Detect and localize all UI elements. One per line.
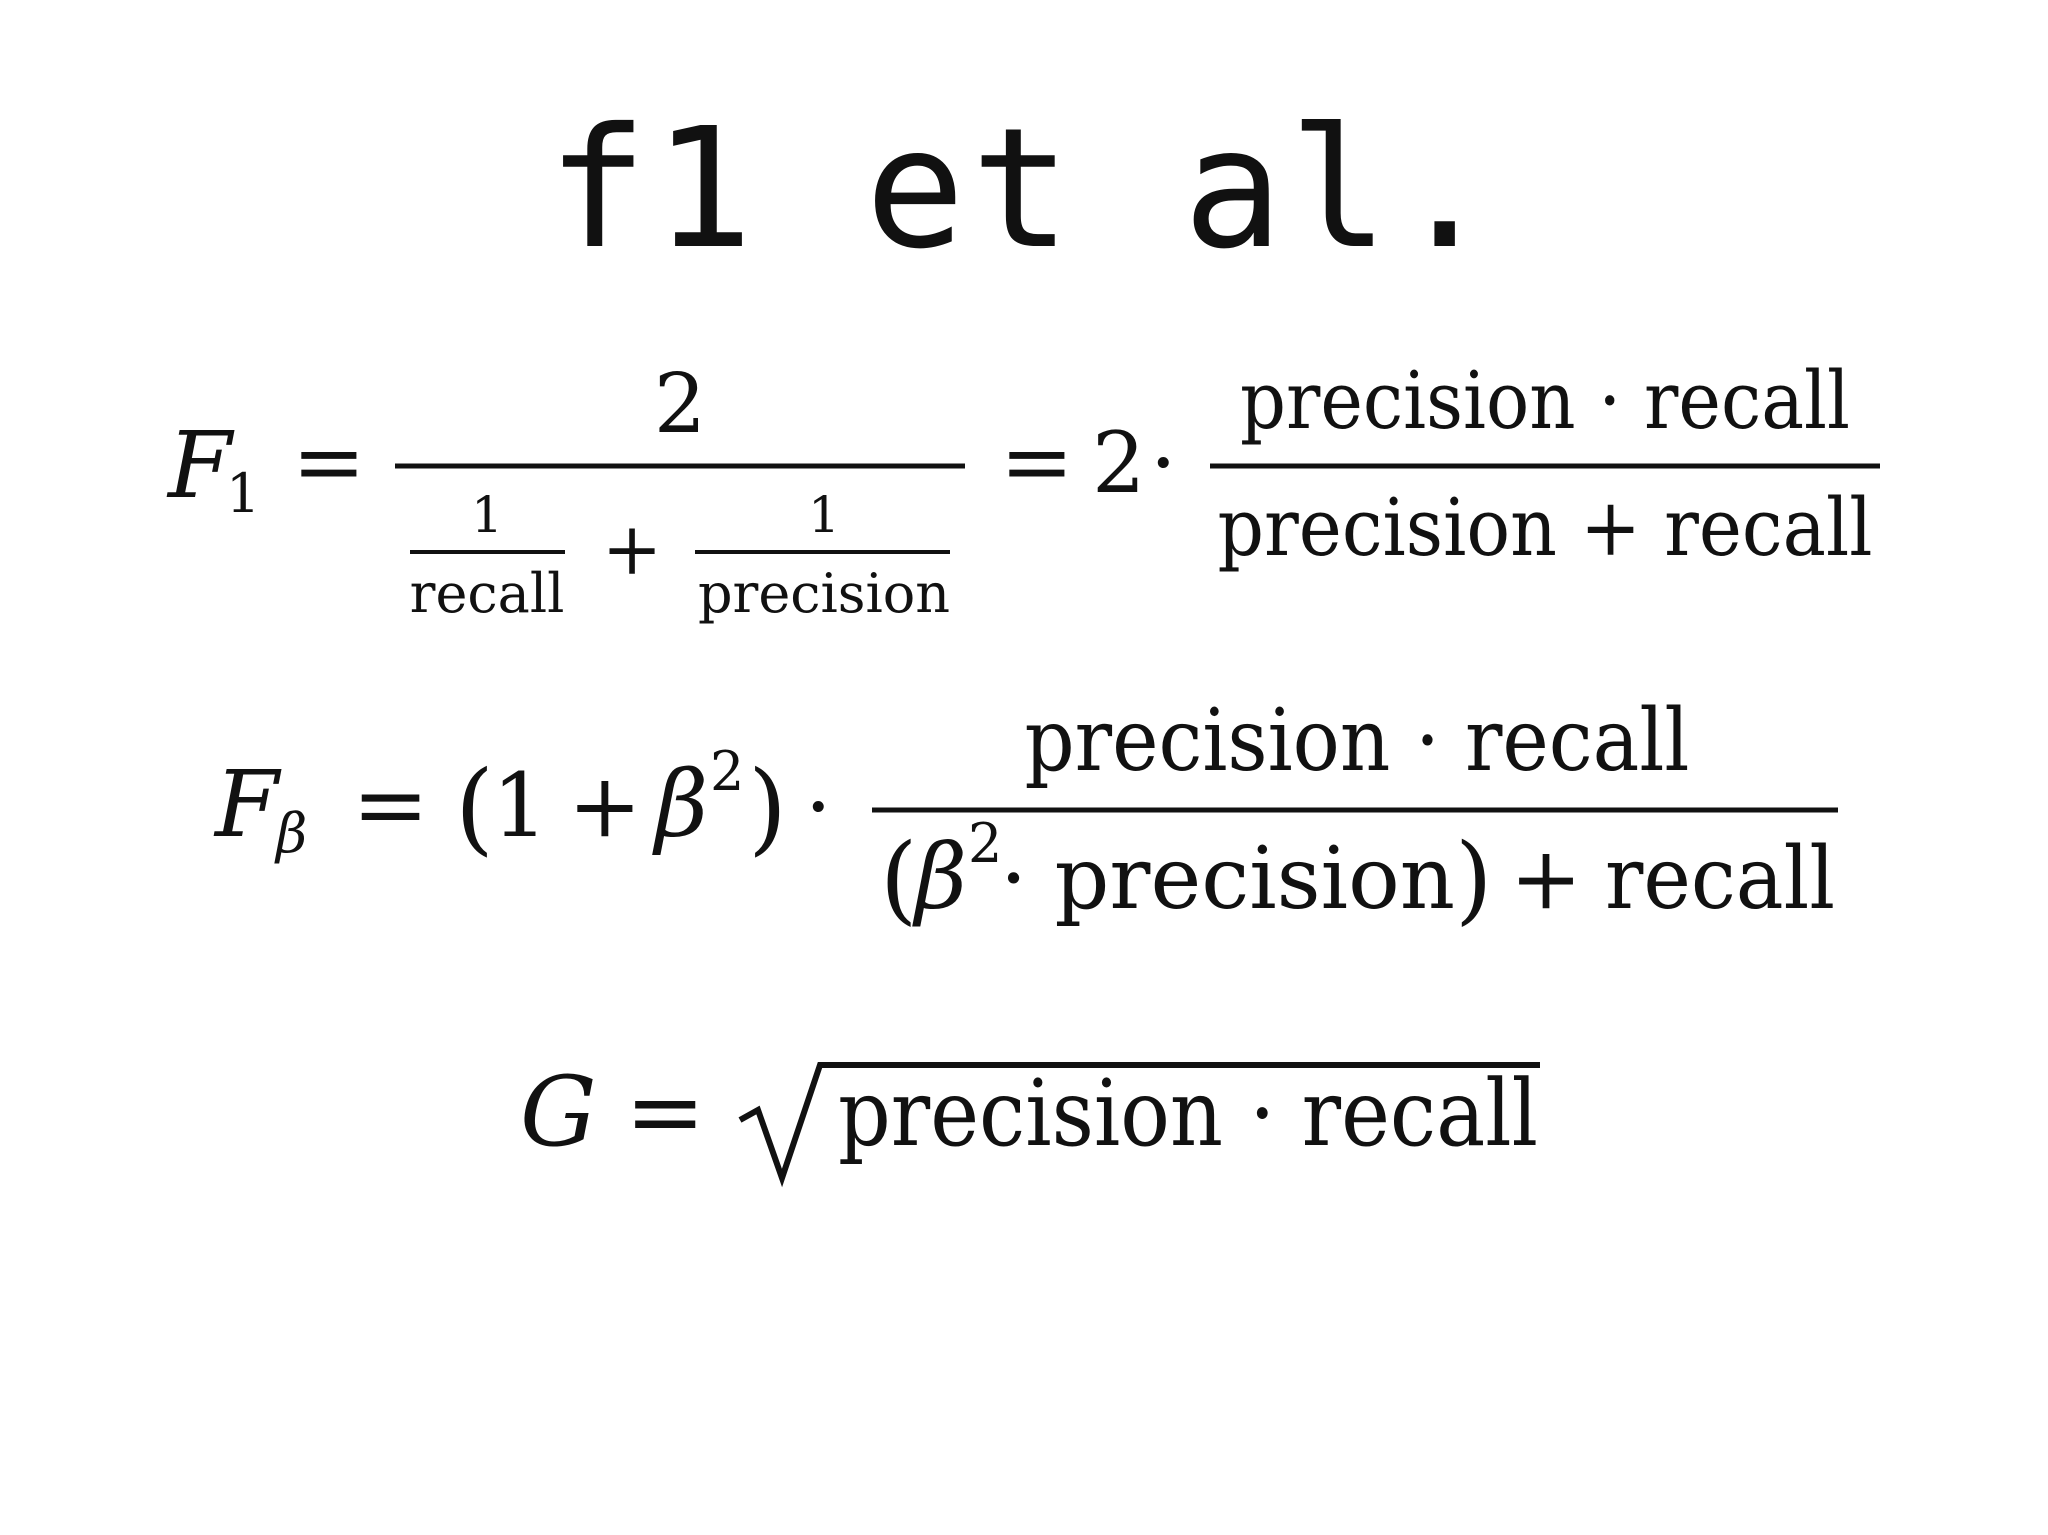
g-equals: = (625, 1056, 705, 1168)
g-lhs-symbol: G (520, 1056, 597, 1168)
f1-inner-left-denominator: recall (410, 562, 565, 625)
f1-lhs-subscript: 1 (226, 462, 260, 525)
fbeta-den-plus: + (1510, 829, 1582, 929)
f1-numerator: 2 (654, 357, 706, 452)
f1-dot: · (1150, 414, 1177, 512)
fbeta-den-beta: β (912, 825, 967, 930)
fbeta-exponent: 2 (710, 740, 744, 803)
f1-frac-numerator: precision · recall (1240, 354, 1850, 447)
fbeta-lhs-subscript: β (274, 802, 307, 865)
f1-coefficient: 2 (1092, 414, 1145, 512)
g-radicand: precision · recall (838, 1060, 1538, 1167)
fbeta-plus: + (568, 754, 642, 857)
fbeta-close-paren: ) (748, 749, 787, 866)
sqrt-radical-sign (738, 1062, 1540, 1188)
fbeta-den-close-paren: ) (1455, 823, 1492, 935)
f1-inner-right-denominator: precision (698, 562, 950, 625)
f1-formula: F 1 = 2 1 recall + 1 precision = 2 · pre… (166, 354, 1880, 625)
fbeta-frac-numerator: precision · recall (1025, 691, 1690, 791)
f1-inner-plus: + (602, 507, 662, 591)
f1-second-equals: = (1000, 410, 1074, 513)
fbeta-dot: · (805, 758, 832, 856)
fbeta-beta: β (652, 751, 708, 858)
g-formula: G = precision · recall (520, 1056, 1540, 1188)
fbeta-formula: F β = ( 1 + β 2 ) · precision · recall (… (213, 691, 1838, 935)
f1-lhs-symbol: F (166, 412, 235, 519)
fbeta-den-exponent: 2 (968, 812, 1002, 875)
f1-equals: = (292, 410, 366, 513)
fbeta-lhs-symbol: F (213, 751, 282, 858)
fbeta-den-recall: recall (1605, 829, 1835, 929)
fbeta-equals: = (352, 751, 429, 858)
f1-frac-denominator: precision + recall (1218, 481, 1873, 574)
fbeta-one: 1 (492, 754, 548, 857)
fbeta-frac-denominator: ( β 2 · precision ) + recall (880, 812, 1835, 935)
fbeta-den-open-paren: ( (880, 823, 917, 935)
f1-inner-left-numerator: 1 (471, 486, 503, 544)
f1-inner-right-numerator: 1 (808, 486, 840, 544)
fbeta-open-paren: ( (455, 749, 494, 866)
slide-title: f1 et al. (547, 93, 1501, 286)
fbeta-den-middle: · precision (1000, 829, 1455, 929)
